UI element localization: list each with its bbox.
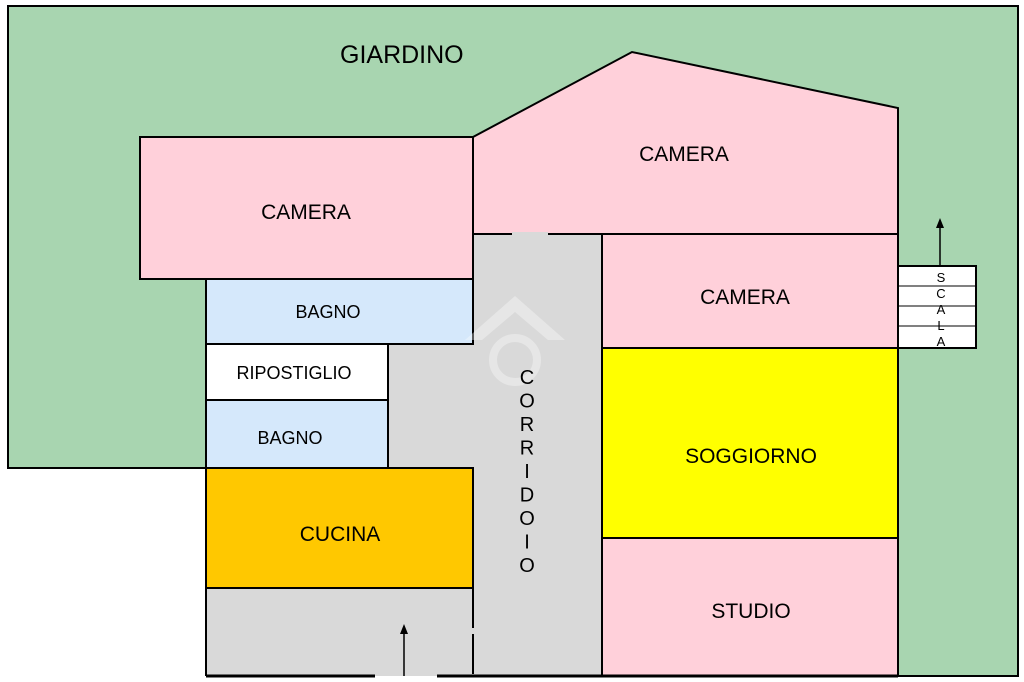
corridor-area xyxy=(206,234,602,676)
watermark-logo xyxy=(465,296,565,386)
room-studio xyxy=(601,537,899,677)
corridoio-letter: R xyxy=(520,414,534,436)
room-bagno-1 xyxy=(205,278,474,345)
scala-letter: A xyxy=(937,334,946,349)
room-soggiorno xyxy=(601,347,899,539)
label-studio: STUDIO xyxy=(711,600,790,623)
room-bagno-2 xyxy=(205,399,389,469)
label-soggiorno: SOGGIORNO xyxy=(685,445,817,468)
label-camera-top: CAMERA xyxy=(639,143,729,166)
label-camera-right: CAMERA xyxy=(700,286,790,309)
scala-letter: A xyxy=(937,302,946,317)
label-camera-left: CAMERA xyxy=(261,201,351,224)
label-bagno-1: BAGNO xyxy=(295,302,360,322)
corridoio-letter: I xyxy=(524,532,530,554)
room-camera-left xyxy=(139,136,474,280)
corridoio-letter: C xyxy=(520,367,534,389)
scala-letter: L xyxy=(937,318,944,333)
stair-arrow-icon xyxy=(936,218,944,266)
corridoio-letter: O xyxy=(519,555,535,577)
label-ripostiglio: RIPOSTIGLIO xyxy=(236,363,351,383)
corridoio-letter: D xyxy=(520,485,534,507)
scala-letter: C xyxy=(936,286,945,301)
room-cucina xyxy=(205,467,474,589)
corridoio-letter: R xyxy=(520,438,534,460)
label-bagno-2: BAGNO xyxy=(257,428,322,448)
label-giardino: GIARDINO xyxy=(340,41,464,69)
corridoio-letter: O xyxy=(519,508,535,530)
corridoio-letter: O xyxy=(519,391,535,413)
label-cucina: CUCINA xyxy=(300,523,381,546)
corridoio-letter: I xyxy=(524,461,530,483)
scala-letter: S xyxy=(937,270,946,285)
entrance-arrow-icon xyxy=(400,624,408,676)
staircase xyxy=(897,265,977,349)
